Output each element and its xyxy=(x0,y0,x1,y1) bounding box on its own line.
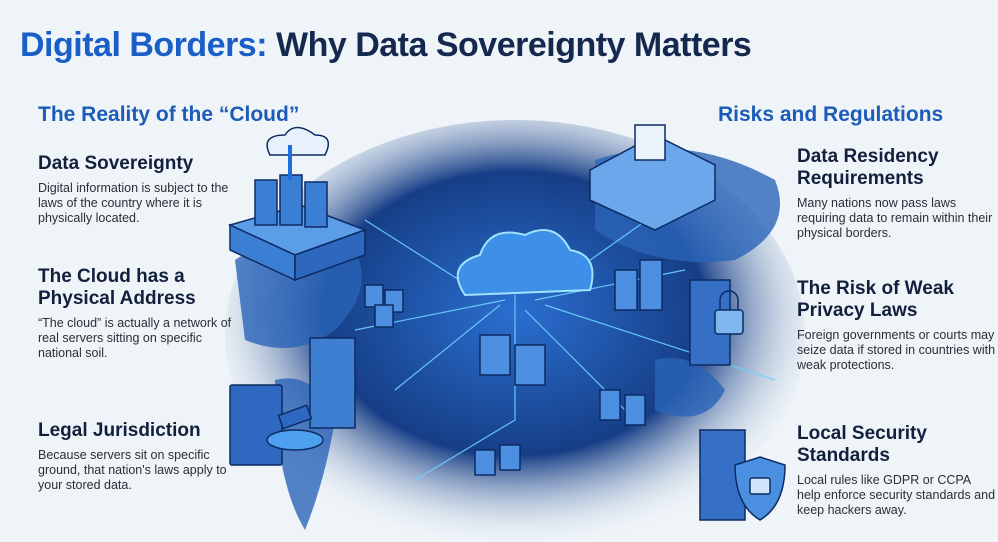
block-body: Foreign governments or courts may seize … xyxy=(797,328,996,372)
info-block-data-sovereignty: Data Sovereignty Digital information is … xyxy=(38,153,238,226)
server-lock-key-icon xyxy=(689,279,744,366)
block-body: Because servers sit on specific ground, … xyxy=(38,448,227,492)
cloud-servers-anchor-icon xyxy=(227,126,368,282)
block-body: Digital information is subject to the la… xyxy=(38,181,229,225)
server-shield-lock-icon xyxy=(699,429,786,521)
info-block-legal-jurisdiction: Legal Jurisdiction Because servers sit o… xyxy=(38,420,238,493)
law-book-gavel-icon xyxy=(229,337,356,466)
title-accent: Digital Borders: xyxy=(20,26,268,64)
block-title: Data Sovereignty xyxy=(38,153,194,174)
block-title: Local Security Standards xyxy=(797,423,927,466)
globe-network-icon xyxy=(225,120,805,542)
block-body: “The cloud” is actually a network of rea… xyxy=(38,316,232,360)
block-title: The Risk of Weak Privacy Laws xyxy=(797,278,954,321)
block-body: Many nations now pass laws requiring dat… xyxy=(797,196,993,240)
right-section-heading: Risks and Regulations xyxy=(718,103,944,126)
block-title: Data Residency Requirements xyxy=(797,146,939,189)
info-block-weak-privacy: The Risk of Weak Privacy Laws Foreign go… xyxy=(797,278,997,373)
block-body: Local rules like GDPR or CCPA help enfor… xyxy=(797,473,996,517)
title-rest: Why Data Sovereignty Matters xyxy=(267,26,752,64)
block-title: The Cloud has a Physical Address xyxy=(38,266,196,309)
info-block-security-standards: Local Security Standards Local rules lik… xyxy=(797,423,997,518)
info-block-data-residency: Data Residency Requirements Many nations… xyxy=(797,146,997,241)
cloud-icon xyxy=(456,229,594,297)
firewall-documents-icon xyxy=(589,124,716,231)
left-section-heading: The Reality of the “Cloud” xyxy=(38,103,300,126)
page-title: Digital Borders: Why Data Sovereignty Ma… xyxy=(20,26,752,65)
block-title: Legal Jurisdiction xyxy=(38,420,201,441)
info-block-physical-address: The Cloud has a Physical Address “The cl… xyxy=(38,266,238,361)
